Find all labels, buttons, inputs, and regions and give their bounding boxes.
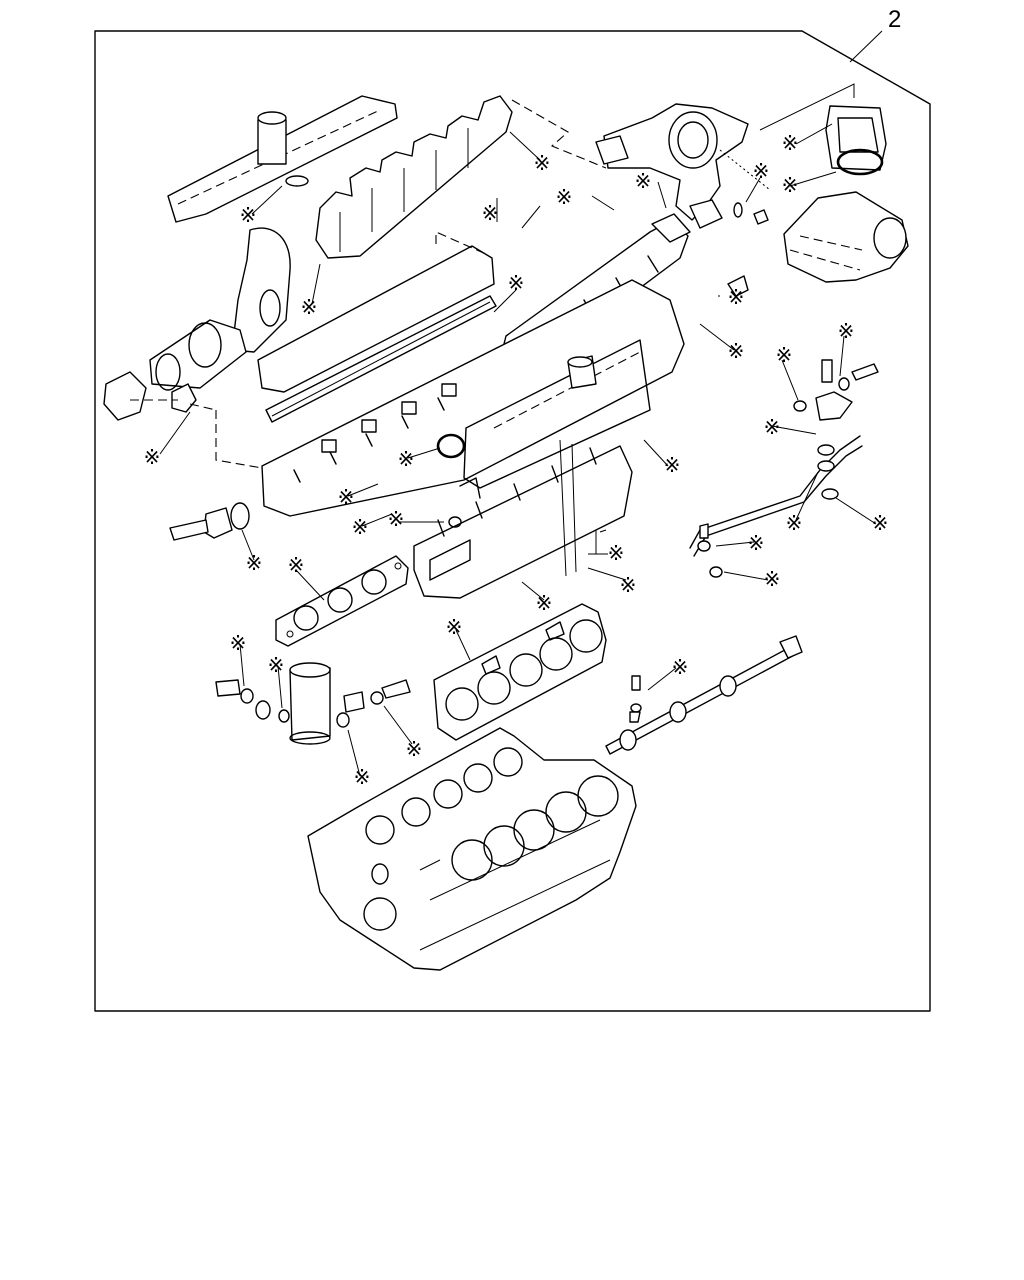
part-marker: ※ [748, 531, 765, 555]
part-marker: ※ [352, 515, 369, 539]
part-markers: ※ ※ ※ ※ ※ ※ ※ ※ ※ ※ ※ ※ ※ ※ ※ ※ ※ ※ ※ ※ … [144, 131, 889, 789]
part-marker: ※ [664, 453, 681, 477]
part-marker: ※ [608, 541, 625, 565]
part-marker: ※ [301, 295, 318, 319]
leader-lines [159, 123, 877, 777]
part-marker: ※ [144, 445, 161, 469]
part-marker: ※ [508, 271, 525, 295]
part-marker: ※ [635, 169, 652, 193]
part-marker: ※ [728, 339, 745, 363]
part-marker: ※ [446, 615, 463, 639]
part-marker: ※ [728, 285, 745, 309]
thermostat-cover [169, 502, 250, 541]
injector-pipes [689, 359, 879, 578]
part-marker: ※ [782, 173, 799, 197]
part-marker: ※ [838, 319, 855, 343]
intake-pipe [103, 227, 291, 421]
part-marker: ※ [406, 737, 423, 761]
part-marker: ※ [556, 185, 573, 209]
cylinder-head-cover [189, 279, 685, 517]
part-marker: ※ [536, 591, 553, 615]
callout-number: 2 [888, 6, 901, 33]
intake-cover [167, 95, 398, 223]
part-marker: ※ [240, 203, 257, 227]
valve-cover-gasket [463, 339, 651, 489]
part-marker: ※ [776, 343, 793, 367]
head-cover [257, 231, 497, 423]
part-marker: ※ [872, 511, 889, 535]
cylinder-block [307, 727, 637, 971]
part-marker: ※ [620, 573, 637, 597]
part-marker: ※ [398, 447, 415, 471]
head-gasket [433, 603, 607, 741]
oil-filter [215, 662, 411, 745]
part-marker: ※ [338, 485, 355, 509]
part-marker: ※ [230, 631, 247, 655]
part-marker: ※ [288, 553, 305, 577]
part-marker: ※ [764, 415, 781, 439]
camshaft [605, 635, 803, 755]
part-marker: ※ [246, 551, 263, 575]
part-marker: ※ [786, 511, 803, 535]
air-box [759, 83, 909, 283]
part-marker: ※ [782, 131, 799, 155]
intake-manifold [315, 95, 607, 259]
callout-leader [849, 30, 883, 63]
part-marker: ※ [672, 655, 689, 679]
part-marker: ※ [534, 151, 551, 175]
part-marker: ※ [482, 201, 499, 225]
exhaust-elbow [595, 103, 771, 229]
part-marker: ※ [354, 765, 371, 789]
cylinder-head [413, 439, 633, 599]
part-marker: ※ [753, 159, 770, 183]
part-marker: ※ [388, 507, 405, 531]
part-marker: ※ [764, 567, 781, 591]
part-marker: ※ [268, 653, 285, 677]
diagram-frame [94, 30, 931, 1012]
exhaust-gasket [275, 555, 409, 647]
